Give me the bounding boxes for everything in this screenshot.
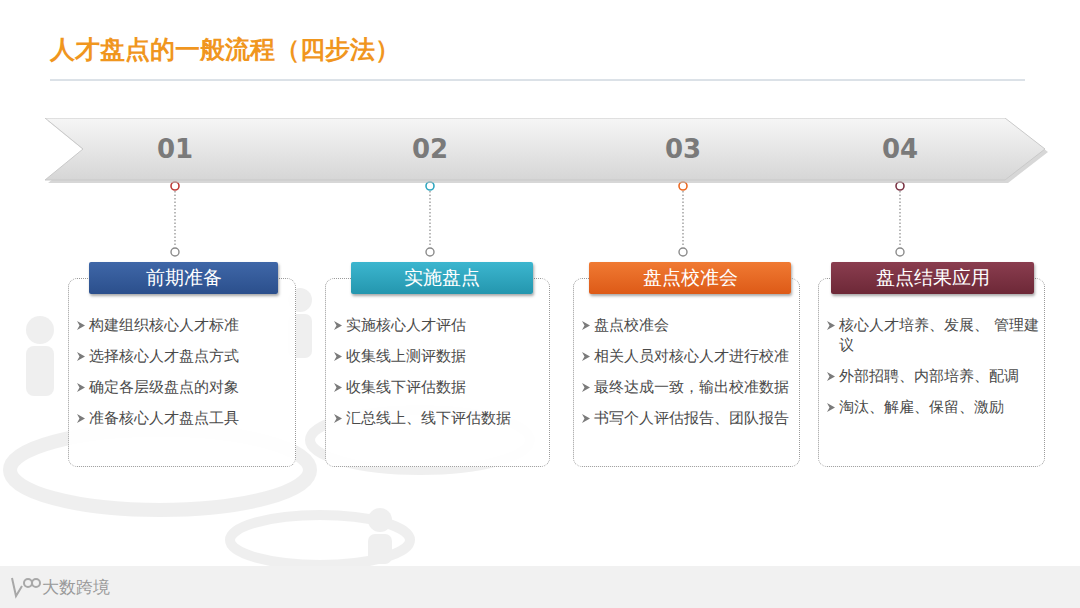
bullet-text: 汇总线上、线下评估数据 <box>346 408 511 428</box>
bullet-text: 淘汰、解雇、保留、激励 <box>839 397 1004 417</box>
top-ring <box>679 182 687 190</box>
bottom-ring <box>896 248 904 256</box>
bullet-row: 淘汰、解雇、保留、激励 <box>826 397 1040 417</box>
step-card: 核心人才培养、发展、 管理建议外部招聘、内部培养、配调淘汰、解雇、保留、激励盘点… <box>818 278 1045 467</box>
bullet-row: 相关人员对核心人才进行校准 <box>581 346 795 366</box>
bullet-arrow <box>827 321 835 330</box>
page-title: 人才盘点的一般流程（四步法） <box>50 33 400 66</box>
bullet-row: 外部招聘、内部培养、配调 <box>826 366 1040 386</box>
bullet-marker <box>581 351 591 362</box>
bullet-row: 收集线上测评数据 <box>333 346 545 366</box>
bullet-text: 收集线下评估数据 <box>346 377 466 397</box>
step-number: 01 <box>157 134 193 164</box>
bullet-row: 书写个人评估报告、团队报告 <box>581 408 795 428</box>
bullet-marker <box>76 351 86 362</box>
footer-logo <box>12 578 40 596</box>
bullet-row: 构建组织核心人才标准 <box>76 315 291 335</box>
bullet-arrow <box>334 321 342 330</box>
bullet-arrow <box>77 352 85 361</box>
step-number: 04 <box>882 134 918 164</box>
step-header: 前期准备 <box>89 262 278 294</box>
bullet-marker <box>76 382 86 393</box>
bullet-row: 核心人才培养、发展、 管理建议 <box>826 315 1040 355</box>
leader-connector <box>171 182 179 256</box>
header-text: 盘点结果应用 <box>876 265 990 291</box>
step-card: 构建组织核心人才标准选择核心人才盘点方式确定各层级盘点的对象准备核心人才盘点工具… <box>68 278 296 467</box>
bullet-arrow <box>582 321 590 330</box>
leader-connector <box>426 182 434 256</box>
bullet-arrow <box>77 321 85 330</box>
bullet-text: 书写个人评估报告、团队报告 <box>594 408 789 428</box>
bullet-row: 盘点校准会 <box>581 315 795 335</box>
bullet-marker <box>76 320 86 331</box>
dotted-line <box>429 191 430 247</box>
step-header: 盘点校准会 <box>589 262 791 294</box>
dotted-line <box>174 191 175 247</box>
step-header: 实施盘点 <box>351 262 533 294</box>
bullet-row: 实施核心人才评估 <box>333 315 545 335</box>
title-rule <box>50 80 1025 81</box>
bullet-marker <box>826 371 836 382</box>
header-text: 前期准备 <box>146 265 222 291</box>
bullet-arrow <box>582 383 590 392</box>
header-text: 盘点校准会 <box>643 265 738 291</box>
watermark: 大数跨境 <box>42 576 110 599</box>
bullet-row: 选择核心人才盘点方式 <box>76 346 291 366</box>
step-header: 盘点结果应用 <box>831 262 1034 294</box>
arrow-band: 01 02 03 04 <box>45 118 1045 180</box>
step-card: 盘点校准会相关人员对核心人才进行校准最终达成一致，输出校准数据书写个人评估报告、… <box>573 278 800 467</box>
bullet-text: 构建组织核心人才标准 <box>89 315 239 335</box>
step-number: 02 <box>412 134 448 164</box>
bullet-marker <box>581 413 591 424</box>
bullet-marker <box>333 351 343 362</box>
bullet-text: 最终达成一致，输出校准数据 <box>594 377 789 397</box>
bullet-text: 收集线上测评数据 <box>346 346 466 366</box>
bullet-arrow <box>582 414 590 423</box>
bullet-marker <box>76 413 86 424</box>
step-number: 03 <box>665 134 701 164</box>
dotted-line <box>899 191 900 247</box>
top-ring <box>171 182 179 190</box>
bullet-text: 相关人员对核心人才进行校准 <box>594 346 789 366</box>
bullet-text: 准备核心人才盘点工具 <box>89 408 239 428</box>
bullet-text: 实施核心人才评估 <box>346 315 466 335</box>
bullet-arrow <box>77 414 85 423</box>
bullet-marker <box>333 320 343 331</box>
bullet-text: 盘点校准会 <box>594 315 669 335</box>
bullet-marker <box>826 320 836 331</box>
header-text: 实施盘点 <box>404 265 480 291</box>
bottom-ring <box>679 248 687 256</box>
bullet-arrow <box>582 352 590 361</box>
bullet-row: 最终达成一致，输出校准数据 <box>581 377 795 397</box>
leader-connector <box>896 182 904 256</box>
bullet-text: 确定各层级盘点的对象 <box>89 377 239 397</box>
bullet-arrow <box>334 352 342 361</box>
band-outline <box>45 118 1045 180</box>
bullet-text: 选择核心人才盘点方式 <box>89 346 239 366</box>
top-ring <box>896 182 904 190</box>
bullet-row: 收集线下评估数据 <box>333 377 545 397</box>
bullet-arrow <box>827 403 835 412</box>
bottom-ring <box>171 248 179 256</box>
bullet-row: 确定各层级盘点的对象 <box>76 377 291 397</box>
leader-connector <box>679 182 687 256</box>
bullet-arrow <box>334 414 342 423</box>
bullet-marker <box>581 320 591 331</box>
bullet-text: 外部招聘、内部培养、配调 <box>839 366 1019 386</box>
bullet-arrow <box>77 383 85 392</box>
bullet-arrow <box>334 383 342 392</box>
top-ring <box>426 182 434 190</box>
step-card: 实施核心人才评估收集线上测评数据收集线下评估数据汇总线上、线下评估数据实施盘点 <box>325 278 550 467</box>
bullet-arrow <box>827 372 835 381</box>
bullet-marker <box>333 413 343 424</box>
bullet-text: 核心人才培养、发展、 管理建议 <box>839 315 1040 355</box>
bullet-marker <box>333 382 343 393</box>
bottom-ring <box>426 248 434 256</box>
bullet-row: 汇总线上、线下评估数据 <box>333 408 545 428</box>
bullet-row: 准备核心人才盘点工具 <box>76 408 291 428</box>
footer-band <box>0 566 1080 608</box>
dotted-line <box>682 191 683 247</box>
bullet-marker <box>826 402 836 413</box>
bullet-marker <box>581 382 591 393</box>
